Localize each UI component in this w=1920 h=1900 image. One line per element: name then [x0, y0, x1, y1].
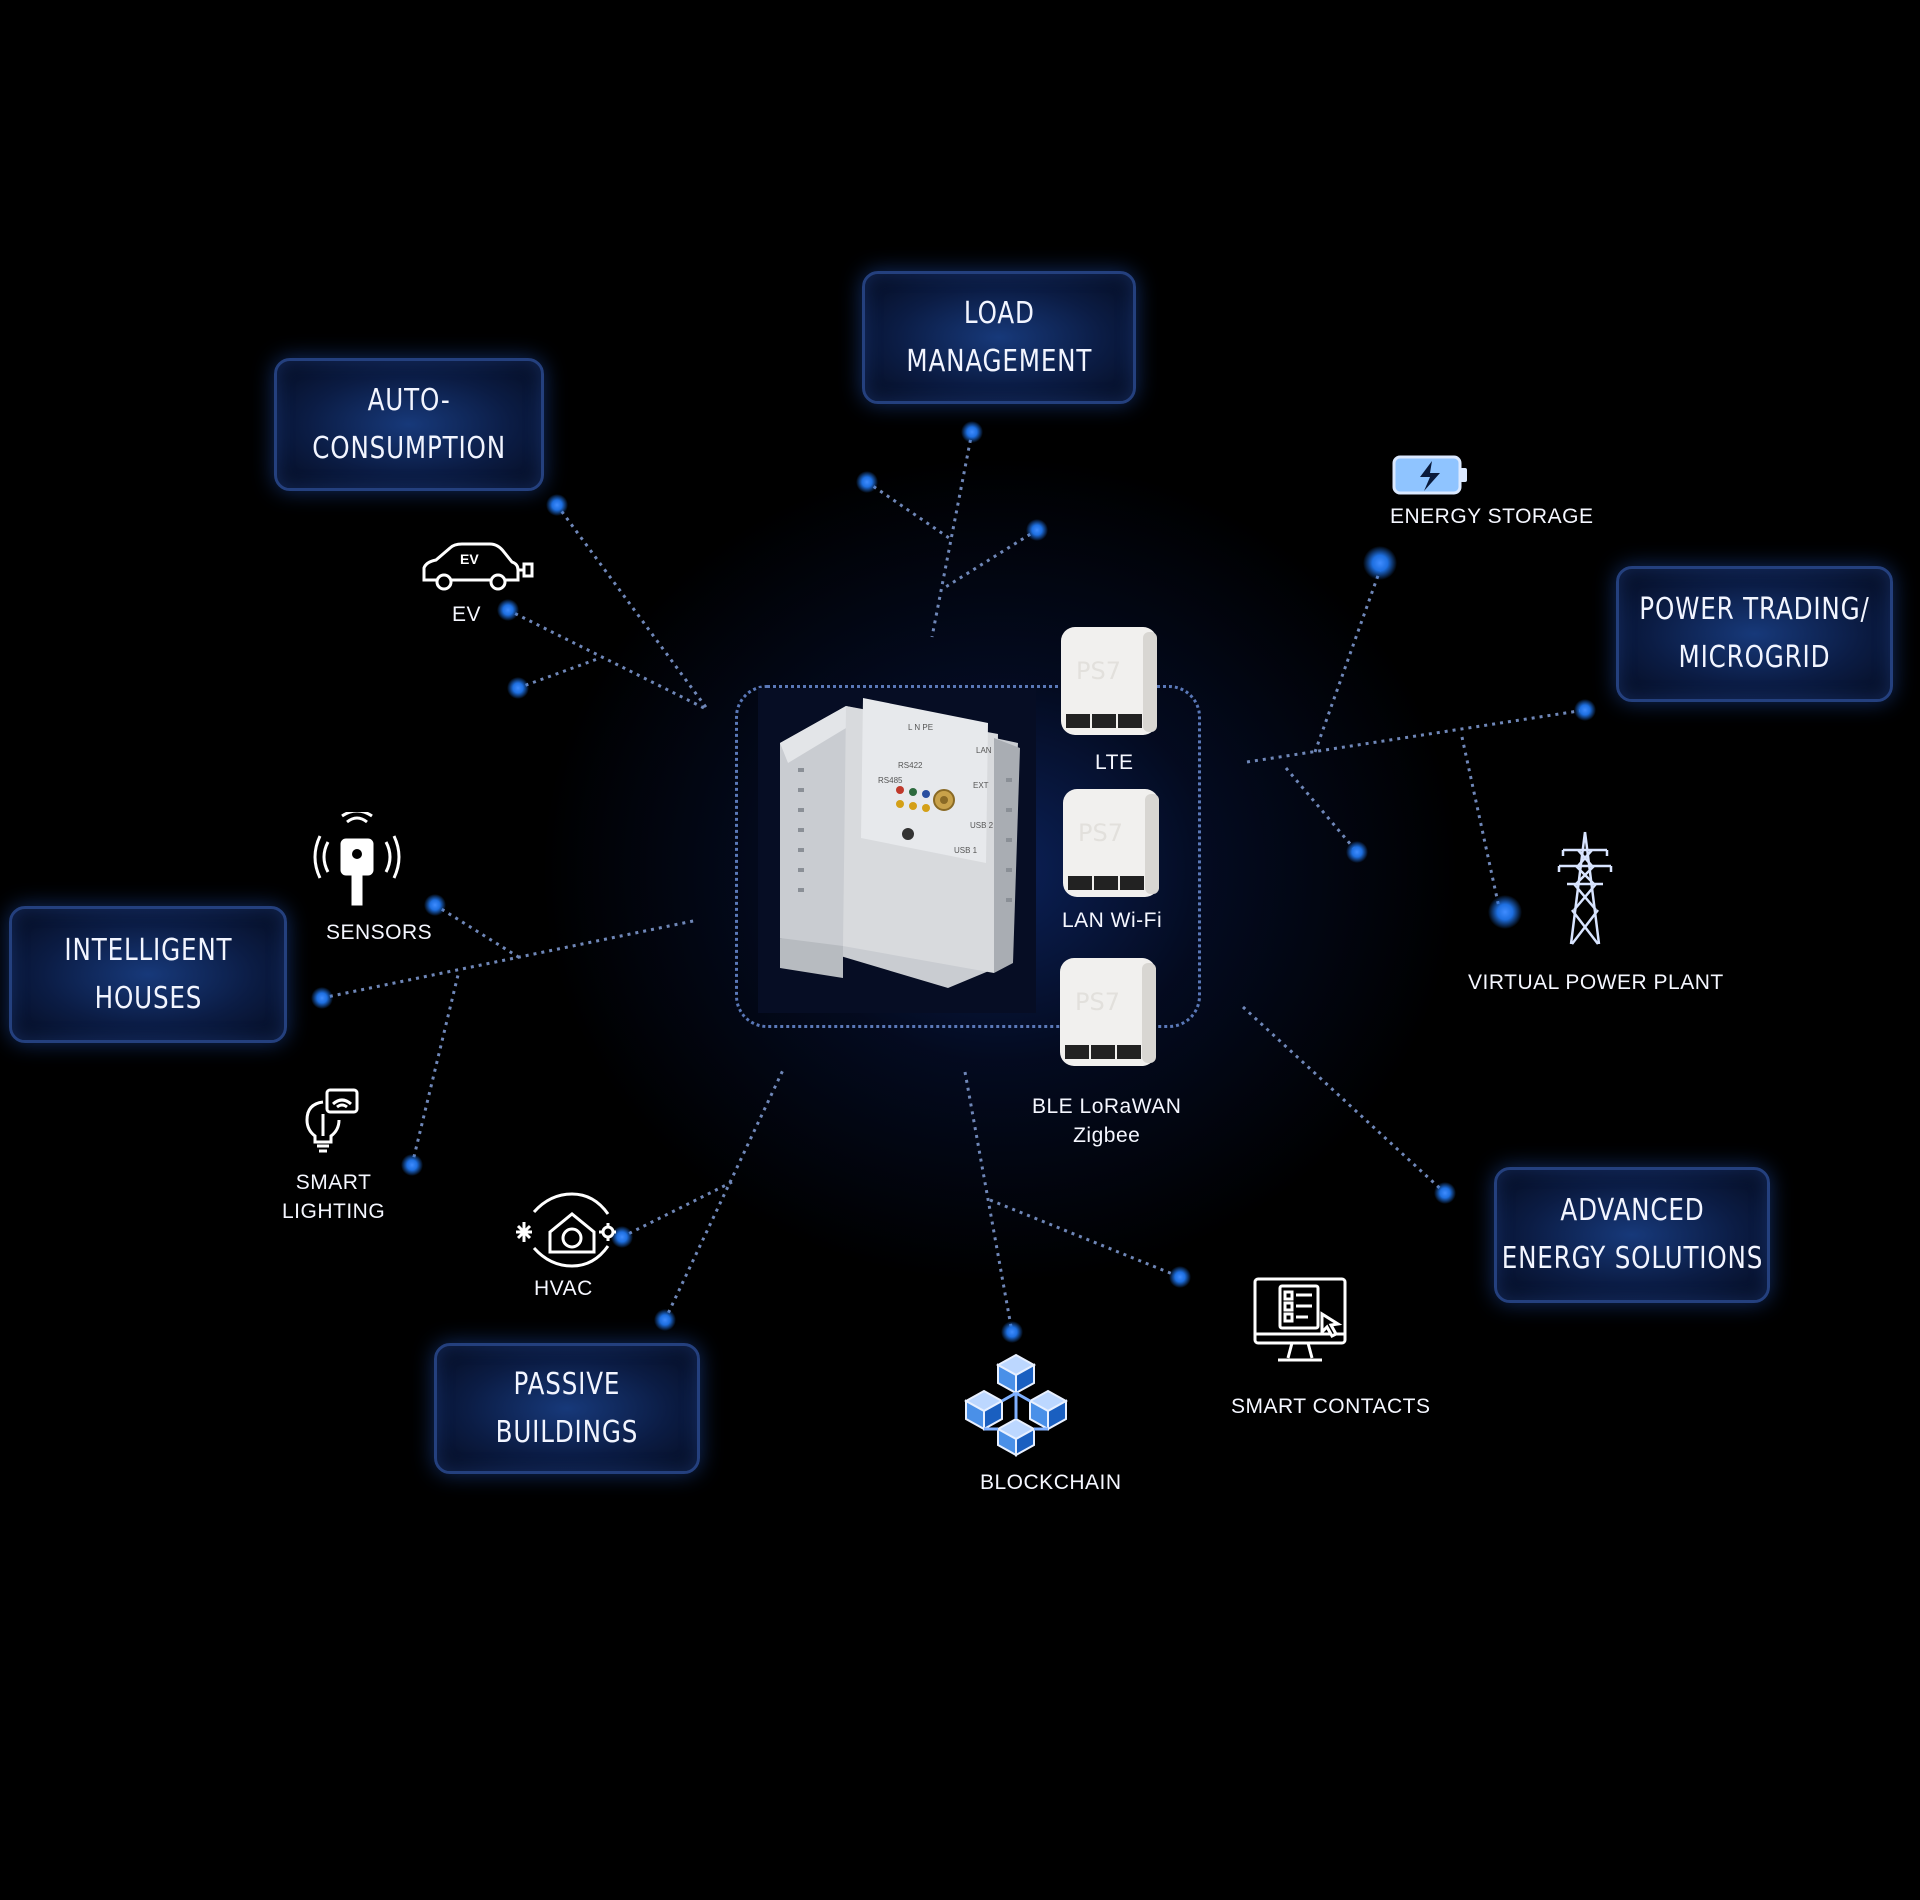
port-label-usb2: USB 2 — [970, 821, 994, 830]
lte-label: LTE — [1095, 751, 1134, 774]
ev-label: EV — [452, 603, 482, 626]
energy-storage-label: ENERGY STORAGE — [1390, 505, 1594, 528]
blockchain-label: BLOCKCHAIN — [980, 1471, 1122, 1494]
lte-module-brand: PS7 — [1076, 657, 1121, 685]
lan-wifi-module-drawing: PS7 — [1063, 789, 1159, 897]
virtual-power-plant-label: VIRTUAL POWER PLANT — [1468, 971, 1724, 994]
lte-module: PS7 — [1058, 624, 1164, 749]
auto-consumption-box: AUTO- CONSUMPTION — [274, 358, 544, 491]
blockchain-icon — [963, 1353, 1069, 1462]
ble-module-brand: PS7 — [1075, 988, 1120, 1016]
smart-bulb-icon — [303, 1088, 359, 1161]
smart-lighting-label: SMART LIGHTING — [282, 1171, 386, 1223]
intelligent-houses-box: INTELLIGENT HOUSES — [9, 906, 287, 1043]
load-management-box: LOAD MANAGEMENT — [862, 271, 1136, 404]
power-trading-label: POWER TRADING/ MICROGRID — [1639, 592, 1870, 675]
lan-wifi-module: PS7 — [1060, 786, 1166, 911]
passive-buildings-box: PASSIVE BUILDINGS — [434, 1343, 700, 1474]
smart-contacts-label: SMART CONTACTS — [1231, 1395, 1431, 1418]
ble-label: BLE LoRaWAN Zigbee — [1032, 1095, 1182, 1147]
port-label-rs485: RS485 — [878, 776, 903, 785]
power-trading-box: POWER TRADING/ MICROGRID — [1616, 566, 1893, 702]
smart-contract-icon — [1252, 1276, 1348, 1369]
port-label-ext: EXT — [973, 781, 989, 790]
gateway-device-drawing: RS485 RS422 L N PE USB 1 USB 2 EXT LAN — [780, 698, 1020, 988]
advanced-energy-label: ADVANCED ENERGY SOLUTIONS — [1501, 1193, 1763, 1276]
hvac-icon — [516, 1192, 617, 1273]
hvac-label: HVAC — [534, 1277, 593, 1300]
intelligent-houses-label: INTELLIGENT HOUSES — [64, 932, 232, 1016]
lan-wifi-label: LAN Wi-Fi — [1062, 909, 1163, 932]
hub-frame — [735, 685, 1201, 1028]
ble-module-drawing: PS7 — [1060, 958, 1156, 1066]
port-label-rs422: RS422 — [898, 761, 923, 770]
ev-badge-text: EV — [460, 551, 479, 567]
load-management-label: LOAD MANAGEMENT — [906, 295, 1092, 379]
auto-consumption-label: AUTO- CONSUMPTION — [312, 382, 506, 466]
gateway-device: RS485 RS422 L N PE USB 1 USB 2 EXT LAN — [758, 688, 1036, 1013]
lan-wifi-module-brand: PS7 — [1078, 819, 1123, 847]
node-dots — [311, 421, 1596, 1343]
battery-icon — [1392, 455, 1470, 500]
advanced-energy-box: ADVANCED ENERGY SOLUTIONS — [1494, 1167, 1770, 1303]
dotted-connectors — [321, 431, 1586, 1333]
sensors-label: SENSORS — [326, 921, 433, 944]
lte-module-drawing: PS7 — [1061, 627, 1157, 735]
passive-buildings-label: PASSIVE BUILDINGS — [495, 1366, 639, 1450]
port-label-usb1: USB 1 — [954, 846, 978, 855]
power-tower-icon — [1557, 830, 1613, 951]
port-label-power: L N PE — [908, 723, 933, 732]
port-label-lan: LAN — [976, 746, 992, 755]
ble-module: PS7 — [1057, 955, 1163, 1080]
sensor-icon — [312, 809, 402, 912]
ev-car-icon: EV — [420, 540, 536, 597]
